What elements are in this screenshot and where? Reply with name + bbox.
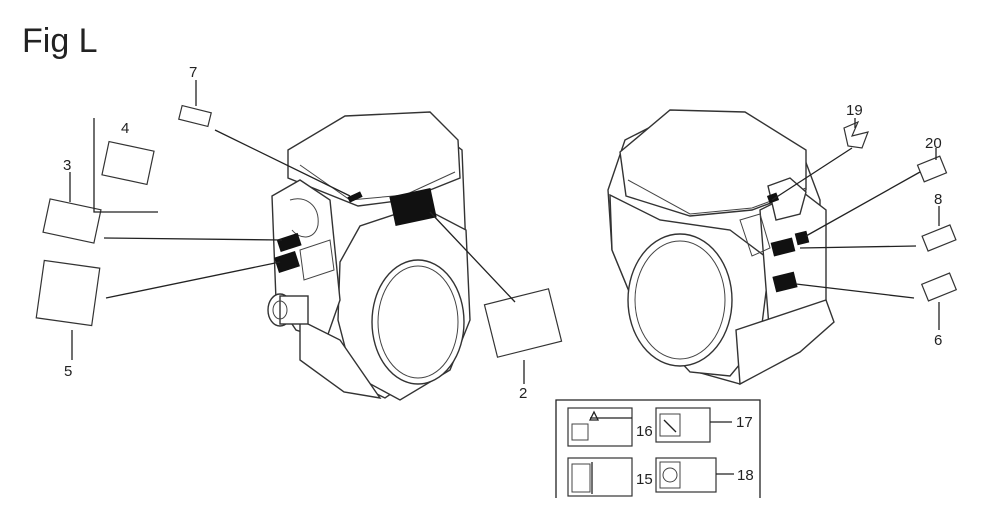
- decal-side-upper: [276, 232, 302, 253]
- callout-17: 17: [736, 414, 753, 431]
- label-part-20: [916, 155, 948, 183]
- engine-left-view: [267, 111, 471, 401]
- callout-6: 6: [934, 332, 942, 349]
- decal-right-upper-small: [794, 230, 810, 246]
- figure-title: Fig L: [22, 22, 98, 60]
- callout-5: 5: [64, 363, 72, 380]
- decal-top-small: [347, 191, 363, 203]
- label-part-5: [35, 259, 101, 327]
- label-part-2: [483, 288, 563, 358]
- callout-4: 4: [121, 120, 129, 137]
- decal-17: [655, 407, 711, 443]
- engine-right-view: [607, 109, 835, 386]
- decal-inset: [555, 399, 761, 498]
- callout-20: 20: [925, 135, 942, 152]
- callout-3: 3: [63, 157, 71, 174]
- callout-15: 15: [636, 471, 653, 488]
- decal-18: [655, 457, 717, 493]
- label-part-3: [42, 198, 102, 244]
- label-part-6: [920, 272, 958, 302]
- decal-right-upper: [770, 237, 796, 257]
- callout-19: 19: [846, 102, 863, 119]
- callout-18: 18: [737, 467, 754, 484]
- callout-2: 2: [519, 385, 527, 402]
- label-part-8: [921, 224, 957, 252]
- callout-8: 8: [934, 191, 942, 208]
- decal-side-lower: [274, 250, 300, 274]
- decal-right-lower: [772, 271, 798, 293]
- callout-7: 7: [189, 64, 197, 81]
- label-part-7: [178, 104, 212, 128]
- label-part-4: [101, 140, 155, 186]
- label-part-19: [843, 120, 869, 149]
- decal-right-top-small: [766, 192, 780, 204]
- decal-top-panel: [389, 187, 437, 227]
- callout-16: 16: [636, 423, 653, 440]
